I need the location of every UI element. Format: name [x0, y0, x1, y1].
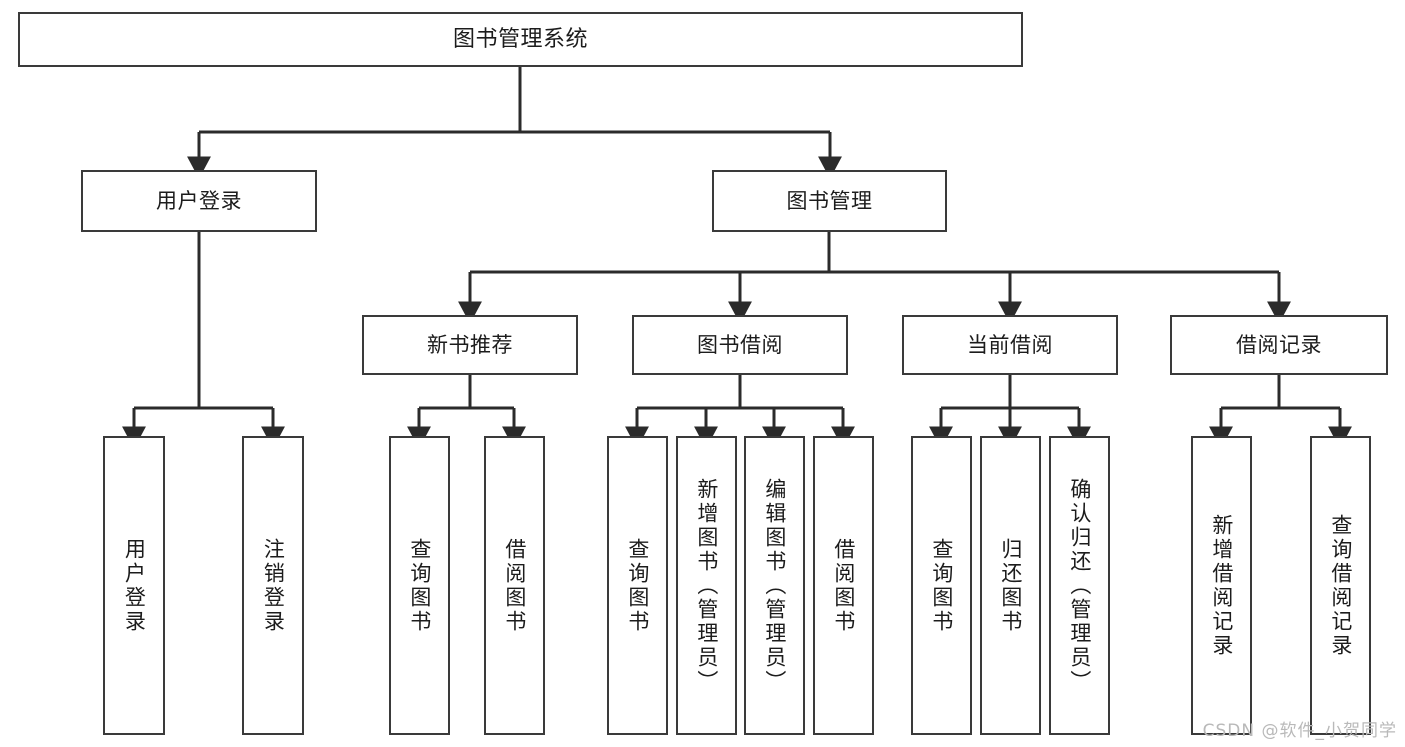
node-leaf-edit-book-label: 编辑图书（管理员）	[762, 477, 787, 694]
watermark: CSDN @软件_小贺同学	[1202, 721, 1397, 741]
node-leaf-add-borrow-record[interactable]: 新增借阅记录	[1191, 436, 1252, 735]
node-user-login[interactable]: 用户登录	[81, 170, 317, 232]
node-root-label: 图书管理系统	[452, 26, 588, 52]
node-leaf-user-login[interactable]: 用户登录	[103, 436, 165, 735]
node-user-login-label: 用户登录	[156, 188, 242, 213]
node-leaf-borrow-book-1-label: 借阅图书	[502, 537, 527, 634]
node-current-borrow-label: 当前借阅	[967, 332, 1053, 357]
node-book-borrow-label: 图书借阅	[697, 332, 783, 357]
node-leaf-return-book-label: 归还图书	[998, 537, 1023, 634]
node-leaf-query-borrow-record[interactable]: 查询借阅记录	[1310, 436, 1371, 735]
node-leaf-query-book-1-label: 查询图书	[407, 537, 432, 634]
node-borrow-record[interactable]: 借阅记录	[1170, 315, 1388, 375]
node-leaf-user-login-label: 用户登录	[122, 537, 147, 634]
node-leaf-confirm-return[interactable]: 确认归还（管理员）	[1049, 436, 1110, 735]
node-book-manage-label: 图书管理	[786, 188, 873, 213]
node-leaf-borrow-book-1[interactable]: 借阅图书	[484, 436, 545, 735]
node-root[interactable]: 图书管理系统	[18, 12, 1023, 67]
node-leaf-return-book[interactable]: 归还图书	[980, 436, 1041, 735]
node-book-manage[interactable]: 图书管理	[712, 170, 947, 232]
node-leaf-add-borrow-record-label: 新增借阅记录	[1209, 513, 1234, 658]
node-leaf-query-borrow-record-label: 查询借阅记录	[1328, 513, 1353, 658]
node-leaf-logout-login-label: 注销登录	[261, 537, 286, 634]
node-leaf-add-book-label: 新增图书（管理员）	[694, 477, 719, 694]
node-leaf-query-book-3-label: 查询图书	[929, 537, 954, 634]
node-leaf-query-book-2[interactable]: 查询图书	[607, 436, 668, 735]
node-leaf-query-book-1[interactable]: 查询图书	[389, 436, 450, 735]
node-borrow-record-label: 借阅记录	[1236, 332, 1322, 357]
node-current-borrow[interactable]: 当前借阅	[902, 315, 1118, 375]
node-leaf-confirm-return-label: 确认归还（管理员）	[1067, 477, 1092, 694]
node-book-borrow[interactable]: 图书借阅	[632, 315, 848, 375]
node-leaf-edit-book[interactable]: 编辑图书（管理员）	[744, 436, 805, 735]
node-leaf-logout-login[interactable]: 注销登录	[242, 436, 304, 735]
node-leaf-add-book[interactable]: 新增图书（管理员）	[676, 436, 737, 735]
node-new-book-recommend[interactable]: 新书推荐	[362, 315, 578, 375]
node-leaf-query-book-3[interactable]: 查询图书	[911, 436, 972, 735]
node-leaf-borrow-book-2[interactable]: 借阅图书	[813, 436, 874, 735]
node-leaf-borrow-book-2-label: 借阅图书	[831, 537, 856, 634]
node-leaf-query-book-2-label: 查询图书	[625, 537, 650, 634]
node-new-book-recommend-label: 新书推荐	[427, 332, 513, 357]
